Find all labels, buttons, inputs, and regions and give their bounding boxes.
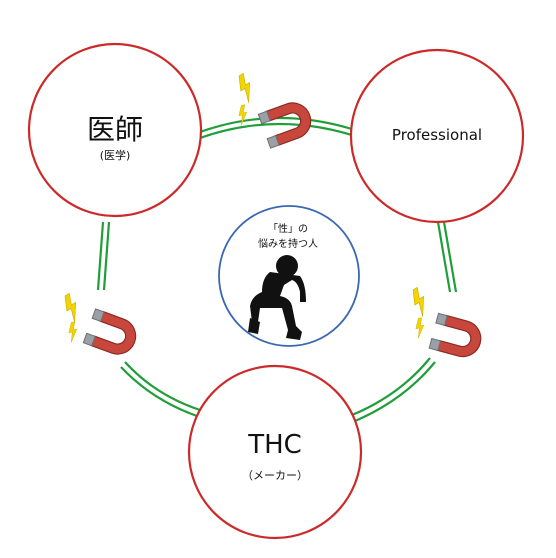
- connector-professional-thc: [351, 221, 458, 423]
- connector-doctor-thc: [96, 221, 201, 418]
- doctor-title: 医師: [86, 113, 143, 146]
- center-label-line1: 「性」の: [268, 224, 308, 235]
- thc-title: THC: [248, 430, 302, 460]
- spark-icon: [59, 292, 85, 324]
- thc-subtitle: （メーカー）: [242, 469, 308, 482]
- spark-icon: [413, 317, 427, 339]
- spark-icon: [233, 72, 259, 104]
- spark-icon: [407, 286, 433, 318]
- spark-icon: [66, 321, 80, 343]
- center-label-line2: 悩みを持つ人: [258, 239, 318, 250]
- magnet-icon: [82, 308, 142, 360]
- thc-circle: [187, 364, 363, 540]
- professional-title: Professional: [391, 126, 483, 144]
- magnet-icon: [428, 312, 486, 362]
- doctor-circle: [27, 42, 203, 218]
- person-silhouette-icon: [248, 255, 306, 340]
- doctor-subtitle: (医学): [99, 149, 131, 162]
- professional-circle: [349, 48, 525, 224]
